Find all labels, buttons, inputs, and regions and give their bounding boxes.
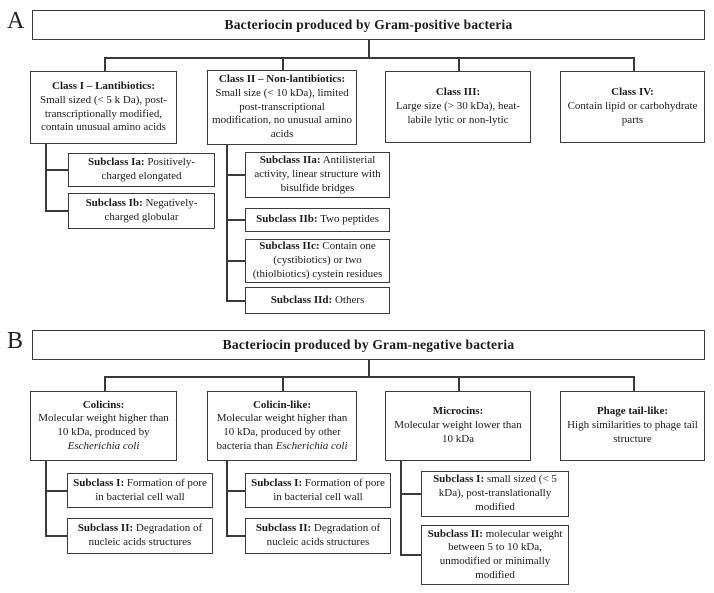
panel-a-label: A [7,8,25,34]
subclass-body: molecular weight between 5 to 10 kDa, un… [439,527,563,581]
class-body: Molecular weight higher than 10 kDa, pro… [38,412,169,438]
class-title: Phage tail-like: [596,405,669,418]
connector-line [104,57,634,59]
subclass-body: Degradation of nucleic acids structures [266,522,381,548]
class-title: Microcins: [432,405,484,418]
panel-b-label: B [7,328,24,354]
subclass-title: Subclass Ia: [88,156,145,169]
root-box-gram-negative: Bacteriocin produced by Gram-negative ba… [32,330,705,360]
connector-line [368,360,370,376]
subclass-box-colicin-like-i: Subclass I: Formation of pore in bacteri… [245,473,391,508]
class-body: Small sized (< 5 k Da), post-transcripti… [40,93,167,134]
class-body: Molecular weight lower than 10 kDa [394,419,522,445]
subclass-box-ib: Subclass Ib: Negatively-charged globular [68,193,215,229]
subclass-body: Two peptides [317,213,379,226]
connector-line [226,535,245,537]
connector-line [400,493,421,495]
subclass-body: Formation of pore in bacterial cell wall [95,476,207,503]
subclass-title: Subclass IId: [270,293,333,306]
connector-line [282,376,284,391]
connector-line [400,554,421,556]
connector-line [226,300,245,302]
connector-line [226,219,245,221]
connector-line [104,376,634,378]
subclass-box-microcins-i: Subclass I: small sized (< 5 kDa), post-… [421,471,569,517]
class-body: High similarities to phage tail structur… [567,419,698,445]
subclass-title: Subclass IIc: [259,240,320,253]
connector-line [45,461,47,537]
connector-line [226,174,245,176]
connector-line [226,490,245,492]
subclass-body: Others [332,293,365,306]
subclass-title: Subclass II: [427,527,483,540]
connector-line [45,144,47,212]
connector-line [45,210,68,212]
class-body: Large size (> 30 kDa), heat-labile lytic… [396,100,520,126]
subclass-title: Subclass Ib: [85,197,143,210]
connector-line [226,461,228,537]
class-title: Class IV: [611,86,654,99]
root-title-gram-positive: Bacteriocin produced by Gram-positive ba… [224,17,513,32]
subclass-body: Negatively-charged globular [104,197,198,223]
class-title: Class III: [435,86,481,99]
connector-line [104,376,106,391]
subclass-body: Formation of pore in bacterial cell wall [273,476,385,503]
subclass-title: Subclass IIb: [256,213,318,226]
connector-line [45,535,67,537]
subclass-box-colicins-ii: Subclass II: Degradation of nucleic acid… [67,518,213,554]
subclass-body: Antilisterial activity, linear structure… [254,154,381,194]
connector-line [458,57,460,71]
subclass-box-microcins-ii: Subclass II: molecular weight between 5 … [421,525,569,585]
subclass-title: Subclass II: [77,522,134,535]
class-body: Small size (< 10 kDa), limited post-tran… [212,86,352,141]
connector-line [45,169,68,171]
connector-line [458,376,460,391]
connector-line [226,260,245,262]
subclass-title: Subclass I: [433,473,485,486]
class-title: Colicin-like: [252,398,312,411]
connector-line [400,461,402,556]
connector-line [45,490,67,492]
connector-line [226,145,228,301]
connector-line [633,57,635,71]
subclass-box-iib: Subclass IIb: Two peptides [245,208,390,232]
subclass-body: small sized (< 5 kDa), post-translationa… [438,473,557,513]
class-box-class-iv: Class IV:Contain lipid or carbohydrate p… [560,71,705,143]
subclass-box-iic: Subclass IIc: Contain one (cystibiotics)… [245,239,390,283]
class-title: Colicins: [82,398,125,411]
connector-line [368,40,370,57]
class-box-colicin-like: Colicin-like:Molecular weight higher tha… [207,391,357,461]
subclass-title: Subclass I: [251,476,303,489]
subclass-title: Subclass IIa: [259,154,321,167]
connector-line [282,57,284,71]
class-title: Class II – Non-lantibiotics: [218,73,346,86]
connector-line [104,57,106,71]
subclass-box-colicin-like-ii: Subclass II: Degradation of nucleic acid… [245,518,391,554]
class-box-phage-tail-like: Phage tail-like:High similarities to pha… [560,391,705,461]
subclass-title: Subclass I: [73,476,125,489]
subclass-body: Positively-charged elongated [101,156,195,182]
class-box-lantibiotics: Class I – Lantibiotics:Small sized (< 5 … [30,71,177,144]
subclass-box-iid: Subclass IId: Others [245,287,390,314]
class-box-colicins: Colicins:Molecular weight higher than 10… [30,391,177,461]
class-box-microcins: Microcins:Molecular weight lower than 10… [385,391,531,461]
root-title-gram-negative: Bacteriocin produced by Gram-negative ba… [222,337,515,352]
class-body-species: Escherichia coli [275,439,348,452]
subclass-body: Degradation of nucleic acids structures [88,522,203,548]
class-body: Molecular weight higher than 10 kDa, pro… [216,412,348,452]
class-body-species: Escherichia coli [67,439,140,452]
subclass-body: Contain one (cystibiotics) or two (thiol… [252,240,383,280]
subclass-title: Subclass II: [255,522,312,535]
subclass-box-ia: Subclass Ia: Positively-charged elongate… [68,153,215,187]
class-body: Contain lipid or carbohydrate parts [567,100,698,126]
connector-line [633,376,635,391]
class-box-non-lantibiotics: Class II – Non-lantibiotics:Small size (… [207,70,357,145]
class-title: Class I – Lantibiotics: [52,80,155,92]
subclass-box-colicins-i: Subclass I: Formation of pore in bacteri… [67,473,213,508]
subclass-box-iia: Subclass IIa: Antilisterial activity, li… [245,152,390,198]
class-box-class-iii: Class III:Large size (> 30 kDa), heat-la… [385,71,531,143]
root-box-gram-positive: Bacteriocin produced by Gram-positive ba… [32,10,705,40]
